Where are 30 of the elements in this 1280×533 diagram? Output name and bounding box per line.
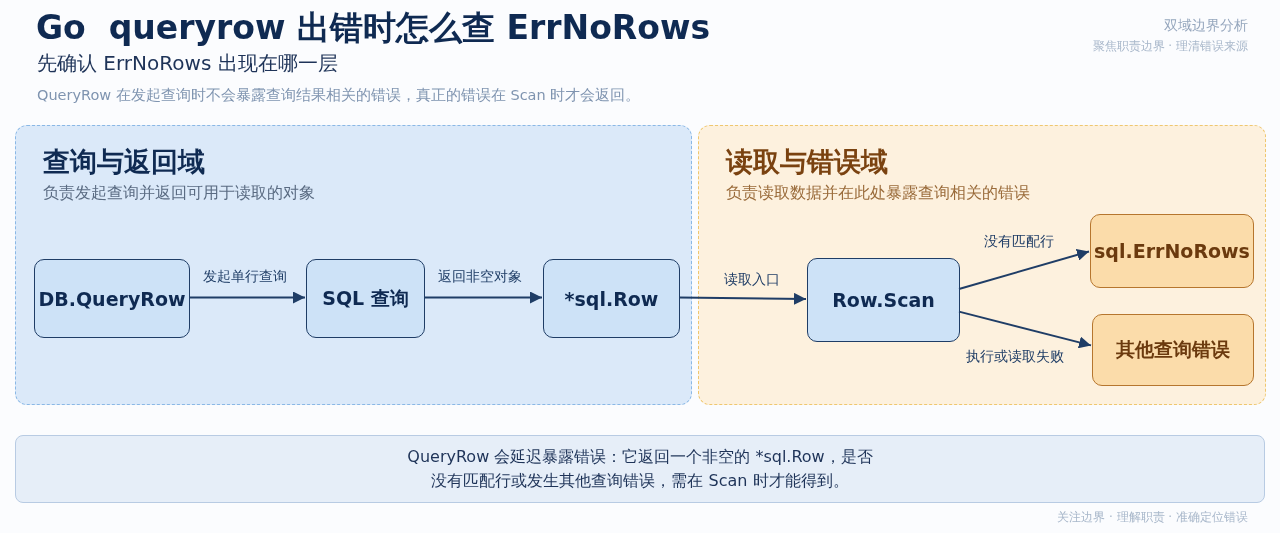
edge-label: 发起单行查询: [203, 268, 287, 286]
arrow: [958, 310, 1092, 349]
edge-label: 没有匹配行: [984, 233, 1054, 251]
arrow: [188, 291, 306, 304]
process-box: *sql.Row: [543, 259, 680, 338]
domain-panel: [15, 125, 692, 405]
note-box: [15, 435, 1265, 503]
arrow: [958, 249, 1090, 290]
process-box: 其他查询错误: [1092, 314, 1254, 386]
process-box: Row.Scan: [807, 258, 960, 342]
panel-heading: 查询与返回域: [43, 145, 205, 179]
subtitle: 先确认 ErrNoRows 出现在哪一层: [37, 50, 338, 77]
process-box: sql.ErrNoRows: [1090, 214, 1254, 288]
corner-tagline: 聚焦职责边界 · 理清错误来源: [1092, 38, 1248, 55]
edge-label: 返回非空对象: [438, 268, 522, 286]
panel-heading: 读取与错误域: [726, 145, 888, 179]
domain-panel: [698, 125, 1266, 405]
arrow: [423, 291, 543, 304]
panel-description: 负责读取数据并在此处暴露查询相关的错误: [726, 183, 1030, 204]
edge-label: 执行或读取失败: [966, 348, 1064, 366]
process-box: SQL 查询: [306, 259, 425, 338]
footer-note: 关注边界 · 理解职责 · 准确定位错误: [1057, 509, 1248, 526]
panel-description: 负责发起查询并返回可用于读取的对象: [43, 183, 315, 204]
edge-label: 读取入口: [724, 271, 780, 289]
title: Go queryrow 出错时怎么查 ErrNoRows: [36, 7, 711, 49]
arrow: [678, 292, 807, 305]
corner-heading: 双域边界分析: [1164, 17, 1248, 35]
note-text: QueryRow 会延迟暴露错误：它返回一个非空的 *sql.Row，是否没有匹配行或发生其他查询错误，需在 Scan 时才能得到。: [406, 446, 874, 492]
process-box: DB.QueryRow: [34, 259, 190, 338]
description: QueryRow 在发起查询时不会暴露查询结果相关的错误，真正的错误在 Scan 时才会返回。: [37, 86, 641, 105]
